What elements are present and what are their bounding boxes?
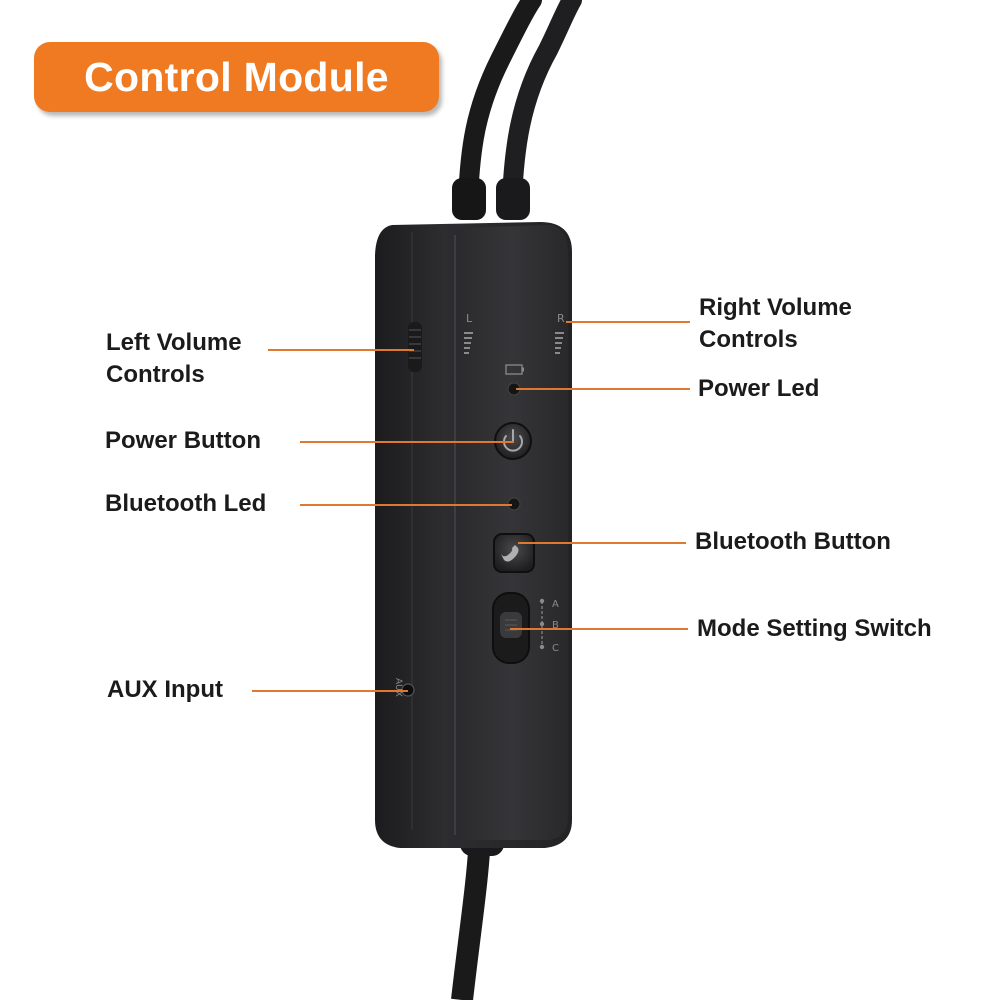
bluetooth-button[interactable]	[493, 533, 535, 573]
page-title: Control Module	[84, 53, 389, 100]
top-cables	[452, 0, 582, 220]
power-led-line	[516, 388, 690, 390]
mode-scale	[539, 598, 545, 650]
device-body	[375, 222, 572, 848]
aux-mark: AUX	[393, 678, 403, 697]
mode-switch-label: Mode Setting Switch	[697, 615, 932, 642]
power-led-label: Power Led	[698, 375, 820, 402]
power-icon	[503, 429, 523, 452]
left-volume-label: Left Volume Controls	[106, 327, 242, 391]
right-volume-label: Right Volume Controls	[699, 292, 852, 356]
mode-switch-line	[510, 628, 688, 630]
title-badge: Control Module	[34, 42, 439, 112]
right-volume-label-line2: Controls	[699, 326, 798, 353]
aux-input-line	[252, 690, 408, 692]
left-volume-label-line2: Controls	[106, 361, 205, 388]
aux-input-label: AUX Input	[107, 676, 223, 703]
battery-icon	[505, 364, 524, 375]
mode-a-mark: A	[552, 599, 559, 610]
right-volume-label-line1: Right Volume	[699, 294, 852, 321]
phone-icon	[501, 545, 519, 562]
left-volume-line	[268, 349, 414, 351]
mode-b-mark: B	[552, 620, 559, 631]
left-mark: L	[466, 312, 473, 325]
right-mark: R	[557, 312, 565, 325]
power-button-label: Power Button	[105, 427, 261, 454]
bluetooth-led-label: Bluetooth Led	[105, 490, 267, 517]
mode-c-mark: C	[552, 643, 559, 654]
bluetooth-led-line	[300, 504, 512, 506]
right-level-icon	[555, 332, 564, 354]
power-button-line	[300, 441, 514, 443]
left-level-icon	[464, 332, 473, 354]
left-volume-label-line1: Left Volume	[106, 329, 242, 356]
left-volume-wheel[interactable]	[408, 322, 422, 372]
bluetooth-button-label: Bluetooth Button	[695, 528, 891, 555]
bluetooth-button-line	[518, 542, 686, 544]
right-volume-line	[566, 321, 690, 323]
